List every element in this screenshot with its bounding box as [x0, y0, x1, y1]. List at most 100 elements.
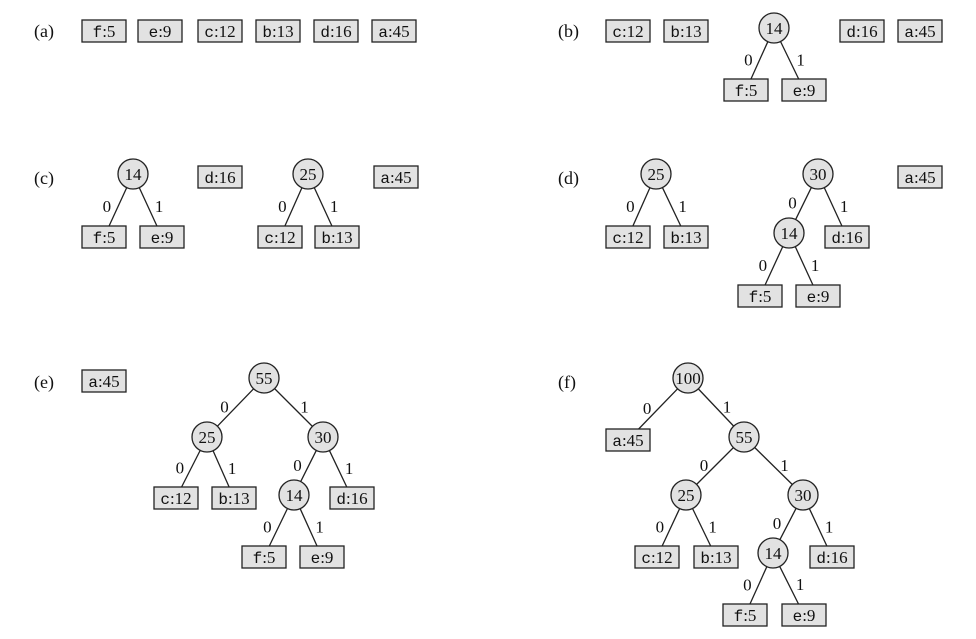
internal-node: 25 [191, 421, 223, 453]
leaf-separator: : [651, 548, 656, 567]
internal-node: 30 [307, 421, 339, 453]
leaf-freq: 45 [919, 22, 936, 41]
edge-bit-label: 1 [840, 197, 849, 216]
leaf-node: c:12 [605, 225, 651, 249]
leaf-char: f [735, 83, 745, 101]
leaf-node: b:13 [255, 19, 301, 43]
leaf-freq: 13 [277, 22, 294, 41]
leaf-node: b:13 [693, 545, 739, 569]
internal-node-circle [292, 158, 324, 190]
leaf-node-box [795, 284, 841, 308]
leaf-node-box [314, 225, 360, 249]
leaf-node-label: e:9 [311, 548, 334, 568]
leaf-freq: 16 [831, 548, 848, 567]
internal-node: 14 [757, 537, 789, 569]
internal-node-value: 14 [766, 19, 784, 38]
leaf-node-label: c:12 [264, 228, 295, 248]
leaf-char: a [904, 24, 914, 42]
leaf-node-box [722, 603, 768, 627]
leaf-node: c:12 [634, 545, 680, 569]
leaf-char: a [88, 374, 98, 392]
leaf-node-box [257, 225, 303, 249]
leaf-char: d [831, 230, 841, 248]
leaf-node-box [897, 165, 943, 189]
panel-label: (d) [558, 168, 579, 189]
leaf-char: b [321, 230, 331, 248]
tree-edge [138, 187, 158, 227]
leaf-node: b:13 [211, 486, 257, 510]
leaf-char: b [670, 24, 680, 42]
leaf-freq: 5 [763, 287, 772, 306]
leaf-separator: : [622, 431, 627, 450]
leaf-freq: 16 [219, 168, 236, 187]
internal-node: 14 [278, 479, 310, 511]
edge-bit-label: 0 [263, 517, 272, 536]
leaf-separator: : [102, 228, 107, 247]
leaf-node-box [329, 486, 375, 510]
leaf-freq: 13 [715, 548, 732, 567]
leaf-node-label: b:13 [321, 228, 352, 248]
leaf-freq: 45 [919, 168, 936, 187]
panel-label: (b) [558, 21, 579, 42]
leaf-node-box [809, 545, 855, 569]
leaf-node-label: a:45 [88, 372, 119, 392]
tree-edge [274, 388, 313, 427]
edge-bit-label: 1 [708, 517, 717, 536]
leaf-freq: 12 [627, 22, 644, 41]
internal-node-circle [117, 158, 149, 190]
edge-bit-label: 1 [796, 50, 805, 69]
internal-node-value: 14 [765, 544, 783, 563]
leaf-freq: 13 [336, 228, 353, 247]
tree-edge [754, 447, 793, 485]
tree-edge [300, 450, 317, 482]
leaf-freq: 16 [861, 22, 878, 41]
leaf-freq: 12 [175, 489, 192, 508]
leaf-node-label: b:13 [262, 22, 293, 42]
leaf-char: b [700, 550, 710, 568]
leaf-freq: 9 [821, 287, 830, 306]
leaf-node: d:16 [313, 19, 359, 43]
leaf-node: e:9 [139, 225, 185, 249]
leaf-node-label: a:45 [904, 22, 935, 42]
leaf-separator: : [346, 489, 351, 508]
edge-bit-label: 0 [743, 575, 752, 594]
leaf-node: f:5 [81, 225, 127, 249]
leaf-node-box [255, 19, 301, 43]
leaf-freq: 13 [685, 228, 702, 247]
internal-node: 14 [758, 12, 790, 44]
internal-node-value: 30 [810, 165, 827, 184]
leaf-node-box [781, 603, 827, 627]
edge-bit-label: 0 [626, 197, 635, 216]
leaf-node: a:45 [605, 428, 651, 452]
leaf-char: a [904, 170, 914, 188]
tree-edge [108, 187, 128, 227]
tree-edge [268, 508, 289, 547]
leaf-node-label: e:9 [793, 606, 816, 626]
leaf-separator: : [160, 228, 165, 247]
internal-node-value: 30 [795, 486, 812, 505]
edge-bit-label: 1 [811, 256, 820, 275]
leaf-separator: : [274, 228, 279, 247]
leaf-char: c [204, 24, 214, 42]
leaf-separator: : [826, 548, 831, 567]
edge-bit-label: 0 [788, 194, 797, 213]
leaf-node-label: d:16 [846, 22, 877, 42]
internal-node-value: 100 [675, 369, 701, 388]
leaf-node-box [197, 165, 243, 189]
tree-edge [638, 388, 679, 430]
leaf-separator: : [622, 22, 627, 41]
leaf-node-label: d:16 [816, 548, 847, 568]
internal-node-value: 25 [648, 165, 665, 184]
leaf-node-label: f:5 [93, 228, 116, 248]
leaf-node-box [781, 78, 827, 102]
leaf-char: e [149, 24, 159, 42]
tree-edge [661, 508, 681, 547]
leaf-char: c [160, 491, 170, 509]
leaf-node-label: f:5 [749, 287, 772, 307]
leaf-node-label: e:9 [149, 22, 172, 42]
leaf-node-label: c:12 [612, 228, 643, 248]
tree-edge [661, 187, 682, 227]
